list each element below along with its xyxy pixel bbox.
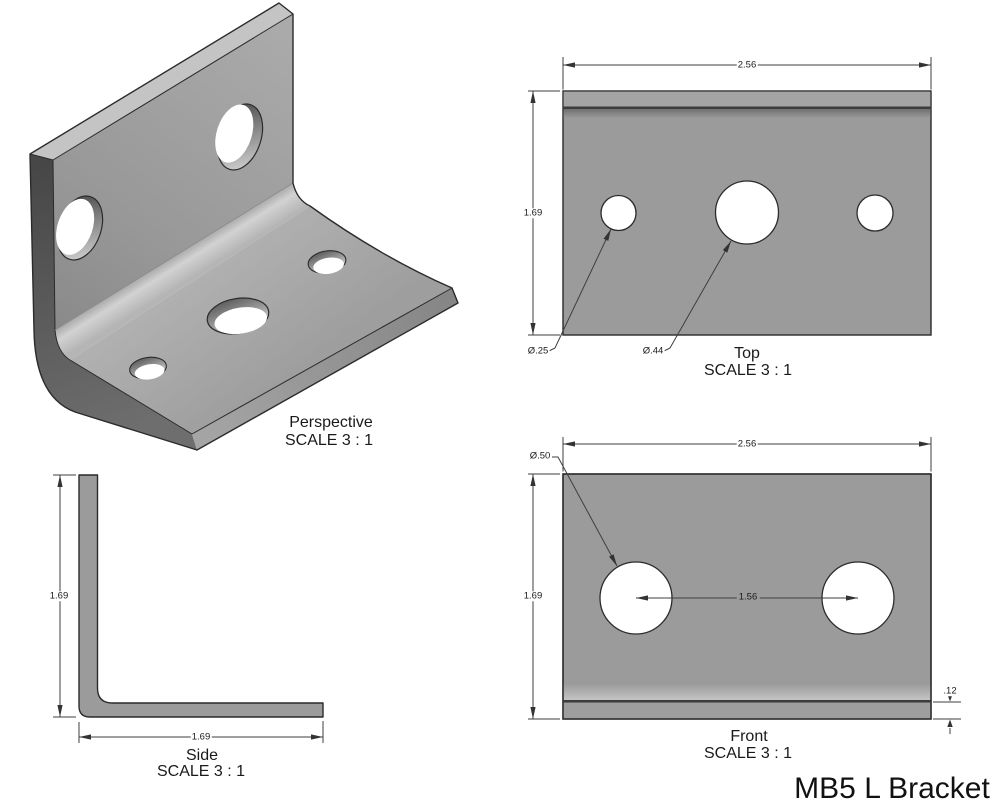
bracket-bend-face [55,183,310,360]
bracket-left-edge-face [30,154,197,450]
top-hole-left [600,194,637,232]
bracket-wall-face [53,14,293,330]
bracket-silhouette [29,2,459,451]
view-scale-top: SCALE 3 : 1 [703,362,793,379]
thickness-arrow-upper [947,694,953,702]
base-hole-right [307,250,347,275]
view-scale-front: SCALE 3 : 1 [703,745,793,762]
dim-front-overall-height: 1.69 [522,590,544,602]
view-scale-side: SCALE 3 : 1 [156,763,246,780]
view-label-side: Side [185,747,219,764]
dim-top-overall-depth: 1.69 [522,207,544,219]
dim-front-hole-dia: Ø.50 [528,450,552,462]
side-profile [78,474,324,718]
dim-side-leg-height: 1.69 [48,590,70,602]
dim-front-thickness: .12 [942,685,958,697]
front-view-drawing [528,437,961,734]
dim-top-overall-width: 2.56 [736,59,758,71]
bracket-front-edge-face [192,288,458,450]
wall-hole-lower [56,195,104,261]
bracket-bend-tangent [54,182,294,331]
view-label-perspective: Perspective [289,414,373,431]
bracket-inner-edges [29,13,453,435]
wall-hole-upper [215,103,264,171]
top-view-drawing [528,57,932,352]
view-label-front: Front [730,728,768,745]
dim-side-leg-depth: 1.69 [190,731,212,743]
base-hole-center [206,297,270,335]
dim-front-overall-width: 2.56 [736,438,758,450]
dim-front-hole-spacing: 1.56 [736,591,760,603]
thickness-arrow-lower [947,719,953,727]
side-view-drawing [53,474,324,743]
bracket-top-edge-face [30,3,293,160]
view-label-top: Top [734,345,760,362]
drawing-title: MB5 L Bracket [794,772,990,805]
base-hole-front-left [129,356,167,380]
dim-top-large-hole-dia: Ø.44 [641,345,665,357]
view-scale-perspective: SCALE 3 : 1 [284,432,374,449]
top-hole-right [856,194,894,232]
perspective-view-drawing [29,2,459,451]
top-hole-center [714,180,780,245]
dim-top-small-hole-dia: Ø.25 [526,345,550,357]
